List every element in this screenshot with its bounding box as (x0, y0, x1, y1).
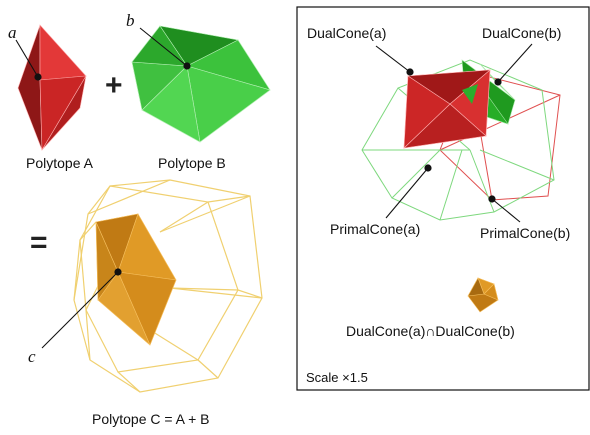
primalcone-b-label: PrimalCone(b) (480, 225, 570, 241)
polytope-c (41, 213, 177, 349)
intersection-polytope (467, 277, 499, 313)
polytope-a-label: Polytope A (26, 155, 94, 171)
equals-symbol: = (30, 226, 48, 259)
plus-symbol: + (105, 69, 123, 102)
polytope-b-label: Polytope B (158, 155, 226, 171)
polytope-b (131, 25, 271, 143)
dual-cone-a (403, 69, 491, 149)
polytope-c-wireframe (73, 179, 263, 393)
point-b-label: b (126, 11, 135, 30)
dualcone-a-label: DualCone(a) (307, 25, 386, 41)
polytope-a (15, 24, 87, 152)
primalcone-a-label: PrimalCone(a) (330, 221, 420, 237)
scale-label: Scale ×1.5 (306, 370, 368, 385)
point-c-label: c (28, 347, 36, 366)
intersection-label: DualCone(a)∩DualCone(b) (346, 323, 515, 339)
right-panel-frame (296, 6, 590, 391)
dualcone-b-label: DualCone(b) (482, 25, 561, 41)
point-a-label: a (8, 23, 17, 42)
polytope-c-label: Polytope C = A + B (92, 411, 210, 427)
